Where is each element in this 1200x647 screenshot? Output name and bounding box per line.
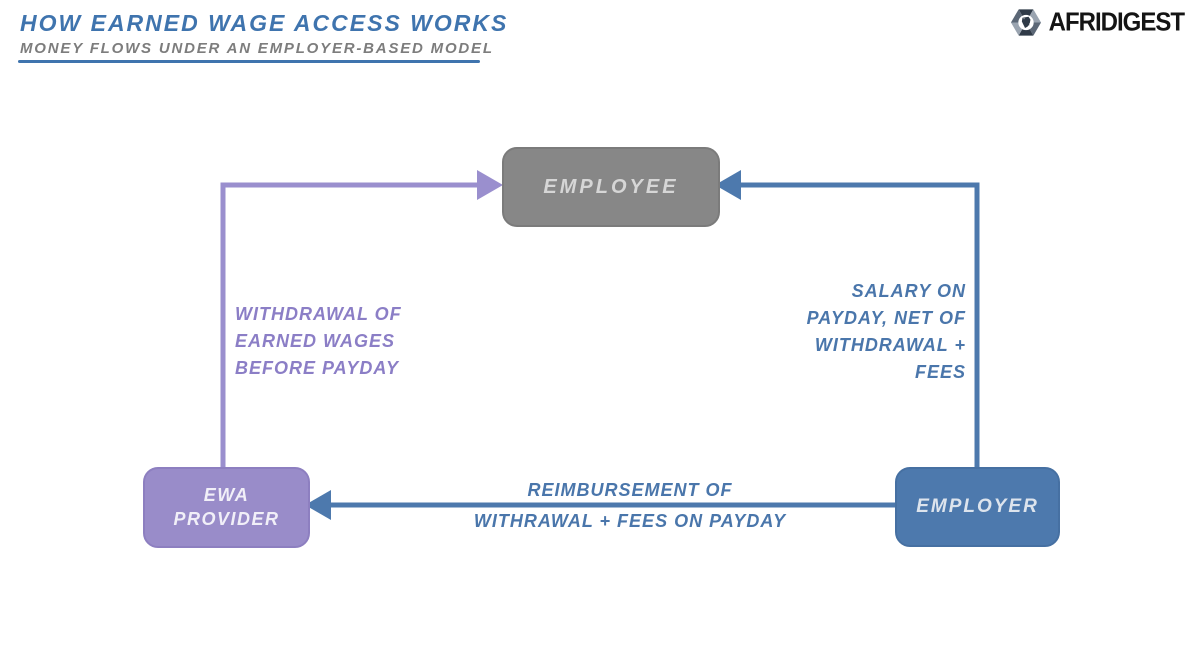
page-subtitle: MONEY FLOWS UNDER AN EMPLOYER-BASED MODE…	[20, 40, 494, 57]
afridigest-logo: AFRIDIGEST	[1010, 7, 1185, 37]
node-employer: EMPLOYER	[895, 467, 1060, 547]
node-employee-label: EMPLOYEE	[543, 175, 679, 198]
edge-label-reimbursement: REIMBURSEMENT OF WITHRAWAL + FEES ON PAY…	[440, 479, 820, 532]
node-ewa-provider-label: EWA PROVIDER	[173, 485, 280, 529]
arrow-reimbursement-head	[305, 490, 331, 520]
edge-label-withdrawal: WITHDRAWAL OF EARNED WAGES BEFORE PAYDAY	[235, 301, 402, 382]
arrow-withdrawal-head	[477, 170, 503, 200]
edge-label-salary-line-2: PAYDAY, NET OF	[806, 308, 966, 328]
afridigest-wordmark: AFRIDIGEST	[1048, 7, 1185, 37]
page-title: HOW EARNED WAGE ACCESS WORKS	[20, 10, 509, 36]
edge-label-salary: SALARY ON PAYDAY, NET OF WITHDRAWAL + FE…	[807, 278, 966, 386]
arrow-salary-line	[739, 182, 980, 469]
edge-label-withdrawal-line-2: EARNED WAGES	[235, 331, 396, 351]
edge-label-reimbursement-line-2: WITHRAWAL + FEES ON PAYDAY	[473, 511, 787, 531]
edge-label-salary-line-3: WITHDRAWAL +	[814, 335, 966, 355]
edge-label-reimbursement-line-1: REIMBURSEMENT OF	[527, 480, 733, 500]
edge-label-withdrawal-line-1: WITHDRAWAL OF	[235, 304, 402, 324]
node-employer-label: EMPLOYER	[916, 496, 1039, 517]
arrow-withdrawal-line	[220, 182, 480, 469]
edge-label-salary-line-4: FEES	[914, 362, 966, 382]
edge-label-withdrawal-line-3: BEFORE PAYDAY	[235, 358, 400, 378]
subtitle-underline	[18, 60, 480, 63]
node-employee: EMPLOYEE	[502, 147, 720, 227]
node-ewa-provider: EWA PROVIDER	[143, 467, 310, 548]
arrow-salary-head	[715, 170, 741, 200]
afridigest-hexagon-icon	[1010, 9, 1041, 36]
edge-label-salary-line-1: SALARY ON	[851, 281, 966, 301]
